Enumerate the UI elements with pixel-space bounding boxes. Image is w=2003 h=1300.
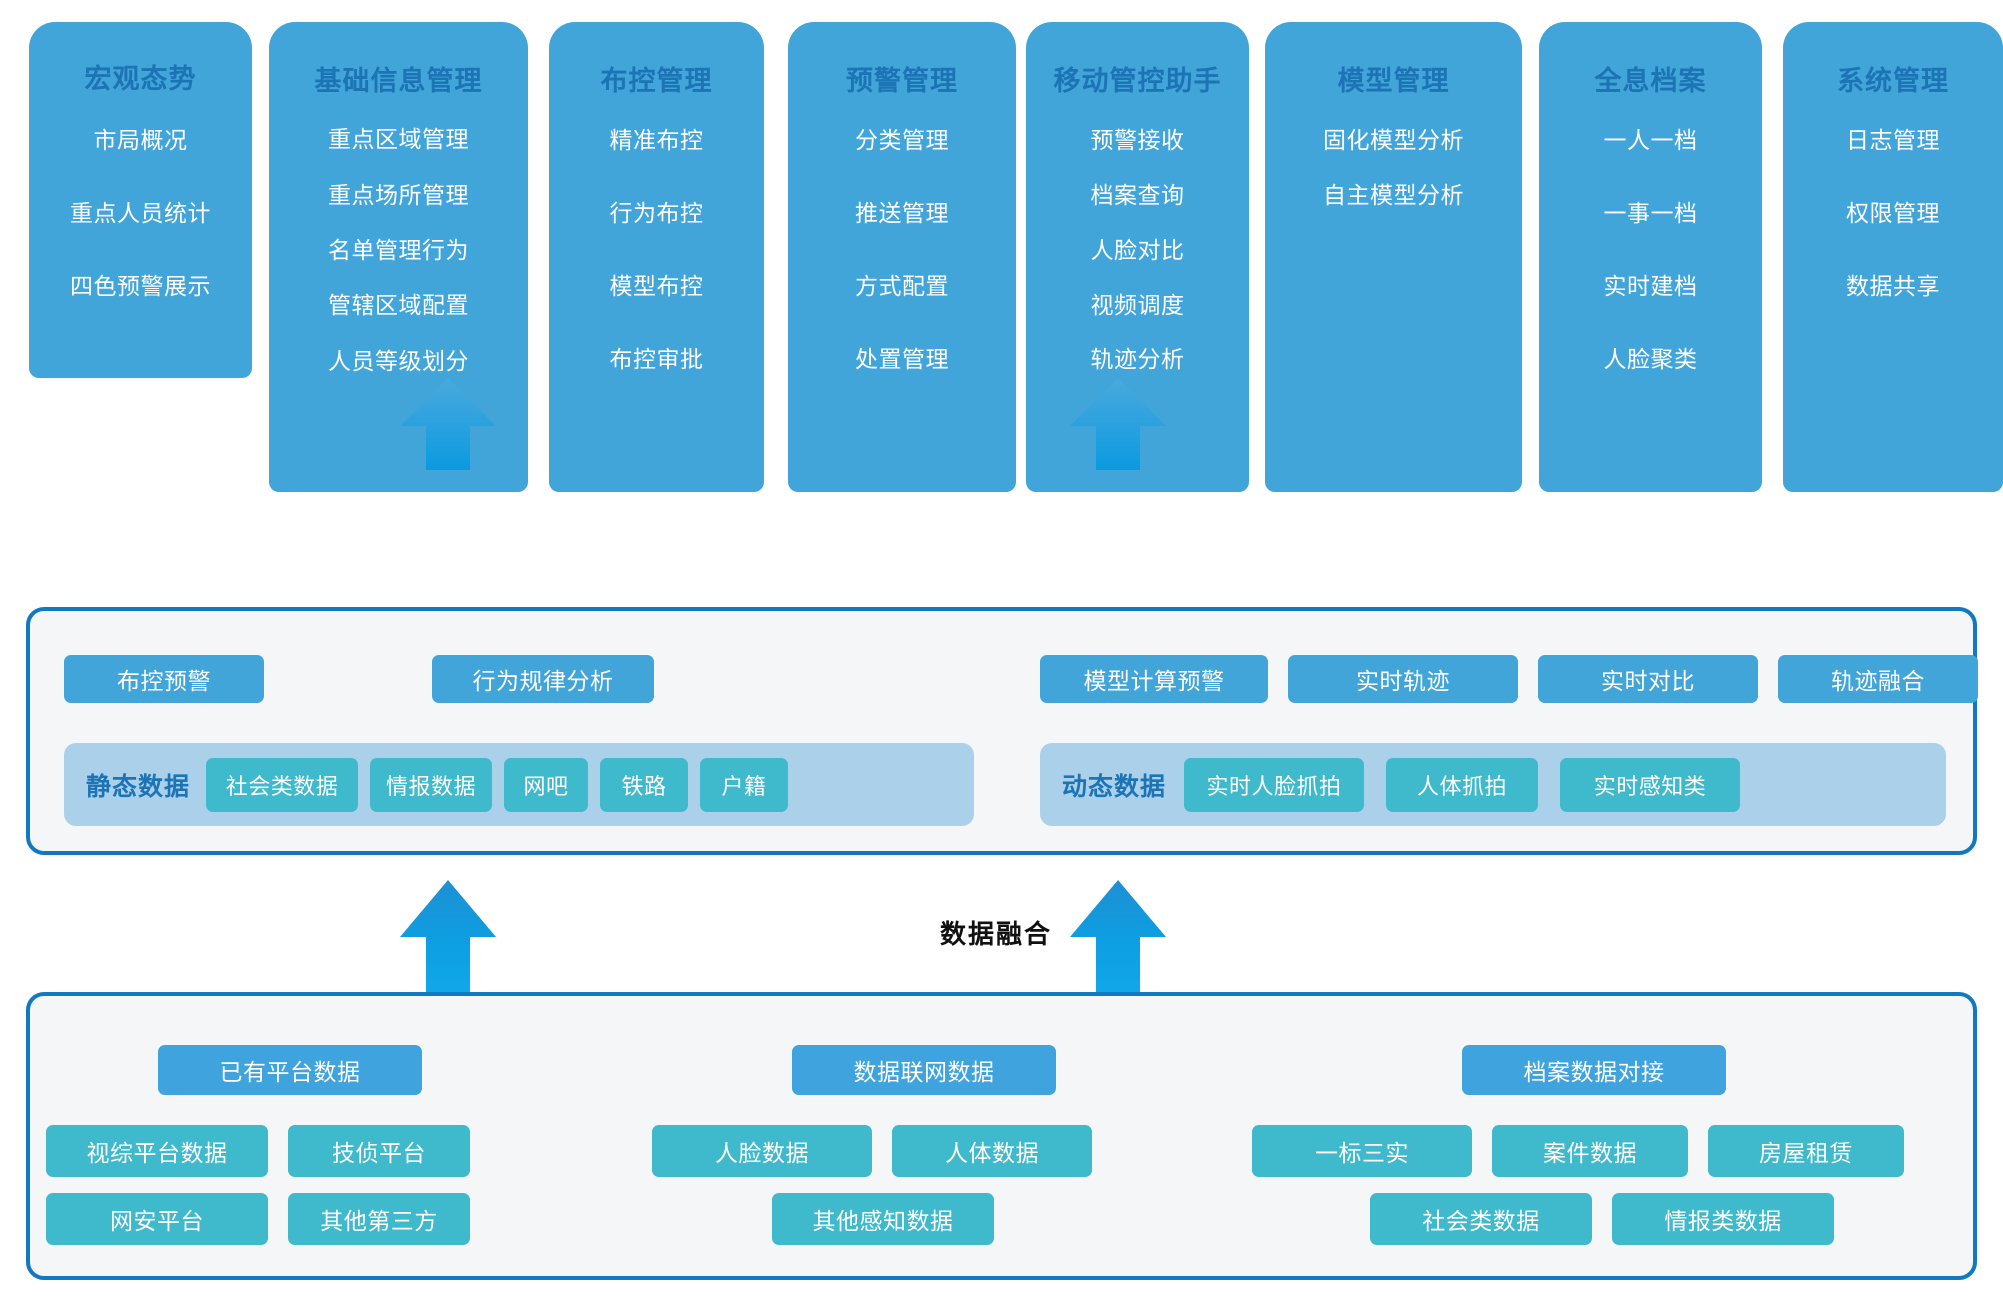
capability-chip[interactable]: 模型计算预警: [1040, 655, 1268, 703]
data-fusion-label: 数据融合: [940, 919, 1053, 949]
source-data-chip[interactable]: 人脸数据: [652, 1125, 872, 1177]
source-data-chip[interactable]: 其他第三方: [288, 1193, 470, 1245]
capability-chip[interactable]: 实时对比: [1538, 655, 1758, 703]
module-card-item[interactable]: 人脸聚类: [1603, 346, 1698, 372]
static-data-chip-list: 社会类数据情报数据网吧铁路户籍: [206, 757, 789, 812]
module-card-item[interactable]: 市局概况: [93, 127, 188, 153]
module-card-item[interactable]: 重点区域管理: [328, 126, 469, 152]
source-data-chip[interactable]: 房屋租赁: [1708, 1125, 1904, 1177]
module-card-title: 模型管理: [1337, 66, 1450, 96]
source-data-chip[interactable]: 人体数据: [892, 1125, 1092, 1177]
module-card-item[interactable]: 人脸对比: [1090, 237, 1185, 263]
module-card-8[interactable]: 系统管理日志管理权限管理数据共享: [1783, 22, 2003, 492]
module-card-3[interactable]: 布控管理精准布控行为布控模型布控布控审批: [549, 22, 764, 492]
source-data-chip[interactable]: 案件数据: [1492, 1125, 1688, 1177]
module-card-item[interactable]: 布控审批: [609, 346, 704, 372]
module-card-item[interactable]: 轨迹分析: [1090, 346, 1185, 372]
data-source-chip[interactable]: 实时人脸抓拍: [1184, 757, 1365, 812]
module-card-item[interactable]: 实时建档: [1603, 273, 1698, 299]
source-data-chip[interactable]: 社会类数据: [1370, 1193, 1592, 1245]
source-group-header[interactable]: 档案数据对接: [1462, 1045, 1726, 1095]
module-card-item[interactable]: 行为布控: [609, 200, 704, 226]
module-card-item[interactable]: 精准布控: [609, 127, 704, 153]
data-source-chip[interactable]: 社会类数据: [206, 757, 359, 812]
module-card-item[interactable]: 重点场所管理: [328, 182, 469, 208]
dynamic-data-group: 动态数据 实时人脸抓拍人体抓拍实时感知类: [1040, 743, 1946, 826]
module-card-item[interactable]: 预警接收: [1090, 127, 1185, 153]
module-card-item[interactable]: 推送管理: [855, 200, 949, 226]
module-card-item[interactable]: 一人一档: [1603, 127, 1698, 153]
data-source-chip[interactable]: 情报数据: [370, 757, 493, 812]
module-card-item[interactable]: 一事一档: [1603, 200, 1698, 226]
capability-chip[interactable]: 实时轨迹: [1288, 655, 1518, 703]
module-card-item[interactable]: 管辖区域配置: [328, 292, 469, 318]
arrow-up-icon-right-top: [1070, 378, 1166, 470]
source-group-header[interactable]: 已有平台数据: [158, 1045, 422, 1095]
module-card-item[interactable]: 重点人员统计: [70, 200, 211, 226]
capability-chip[interactable]: 轨迹融合: [1778, 655, 1978, 703]
module-card-item[interactable]: 权限管理: [1846, 200, 1940, 226]
module-card-title: 全息档案: [1594, 66, 1707, 96]
module-card-7[interactable]: 全息档案一人一档一事一档实时建档人脸聚类: [1539, 22, 1762, 492]
source-group-header[interactable]: 数据联网数据: [792, 1045, 1056, 1095]
module-card-item[interactable]: 分类管理: [855, 127, 949, 153]
source-data-chip[interactable]: 网安平台: [46, 1193, 268, 1245]
source-data-chip[interactable]: 技侦平台: [288, 1125, 470, 1177]
source-data-chip[interactable]: 一标三实: [1252, 1125, 1472, 1177]
module-card-item[interactable]: 模型布控: [609, 273, 704, 299]
dynamic-data-chip-list: 实时人脸抓拍人体抓拍实时感知类: [1184, 757, 1741, 812]
module-card-1[interactable]: 宏观态势市局概况重点人员统计四色预警展示: [29, 22, 252, 378]
module-card-title: 基础信息管理: [314, 66, 483, 96]
source-data-chip[interactable]: 其他感知数据: [772, 1193, 994, 1245]
static-data-group: 静态数据 社会类数据情报数据网吧铁路户籍: [64, 743, 974, 826]
module-card-title: 系统管理: [1837, 66, 1949, 96]
module-card-item[interactable]: 日志管理: [1846, 127, 1940, 153]
source-data-chip[interactable]: 情报类数据: [1612, 1193, 1834, 1245]
module-card-item[interactable]: 处置管理: [855, 346, 949, 372]
module-card-item[interactable]: 固化模型分析: [1323, 127, 1464, 153]
module-card-4[interactable]: 预警管理分类管理推送管理方式配置处置管理: [788, 22, 1016, 492]
module-card-title: 宏观态势: [84, 64, 197, 94]
data-source-chip[interactable]: 网吧: [504, 757, 589, 812]
module-card-item[interactable]: 人员等级划分: [328, 348, 469, 374]
capability-chip[interactable]: 布控预警: [64, 655, 264, 703]
module-card-item[interactable]: 四色预警展示: [70, 273, 211, 299]
module-card-6[interactable]: 模型管理固化模型分析自主模型分析: [1265, 22, 1522, 492]
data-source-chip[interactable]: 人体抓拍: [1386, 757, 1539, 812]
module-card-item[interactable]: 名单管理行为: [328, 237, 469, 263]
static-data-label: 静态数据: [86, 772, 191, 801]
module-card-item[interactable]: 方式配置: [855, 273, 949, 299]
data-source-chip[interactable]: 实时感知类: [1560, 757, 1741, 812]
module-card-item[interactable]: 视频调度: [1090, 292, 1185, 318]
data-source-chip[interactable]: 户籍: [700, 757, 789, 812]
arrow-up-icon-right-bottom: [1070, 880, 1166, 992]
module-card-2[interactable]: 基础信息管理重点区域管理重点场所管理名单管理行为管辖区域配置人员等级划分: [269, 22, 528, 492]
module-card-title: 预警管理: [846, 66, 958, 96]
data-source-chip[interactable]: 铁路: [600, 757, 689, 812]
module-card-title: 布控管理: [600, 66, 713, 96]
module-card-item[interactable]: 档案查询: [1090, 182, 1185, 208]
arrow-up-icon-left-top: [400, 378, 496, 470]
dynamic-data-label: 动态数据: [1062, 772, 1167, 801]
module-card-title: 移动管控助手: [1053, 66, 1222, 96]
module-card-item[interactable]: 自主模型分析: [1323, 182, 1464, 208]
capability-chip[interactable]: 行为规律分析: [432, 655, 654, 703]
arrow-up-icon-left-bottom: [400, 880, 496, 992]
source-data-chip[interactable]: 视综平台数据: [46, 1125, 268, 1177]
module-card-item[interactable]: 数据共享: [1846, 273, 1940, 299]
